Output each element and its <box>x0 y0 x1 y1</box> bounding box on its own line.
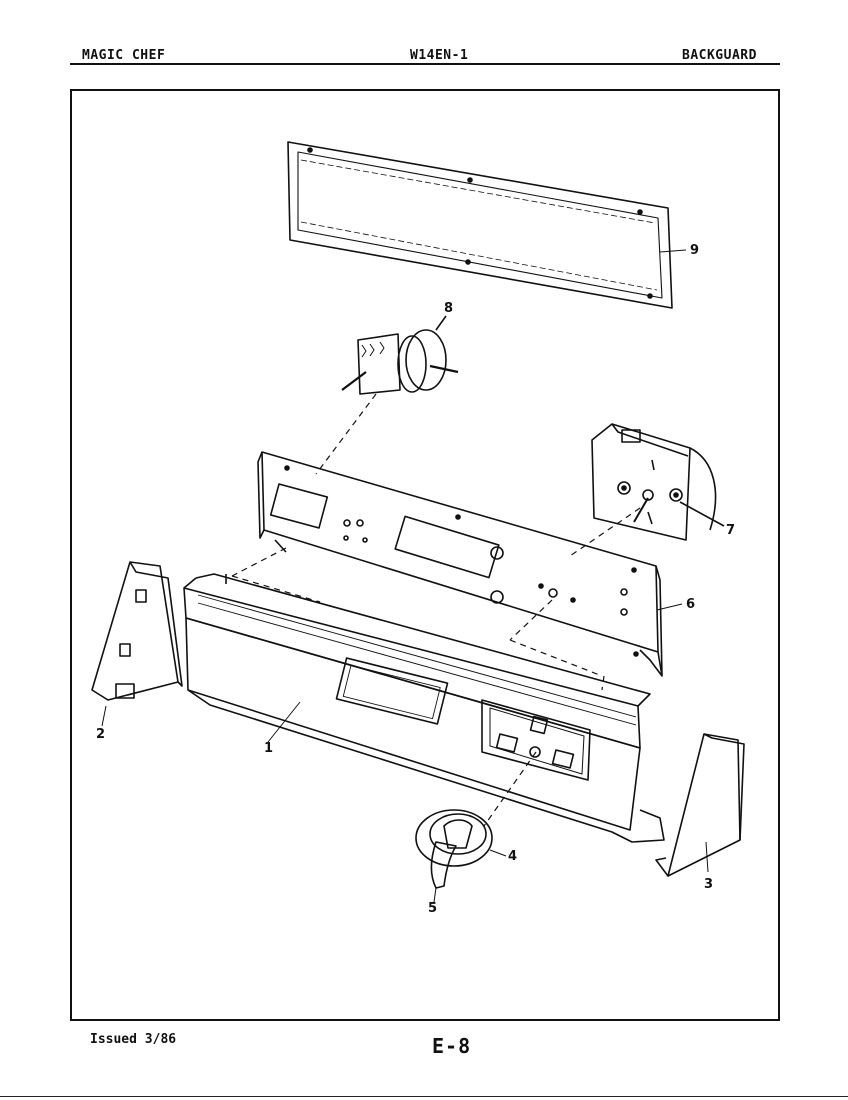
callout-labels: 1 2 3 4 5 6 7 8 9 <box>96 243 735 916</box>
part-7-timer <box>591 423 725 541</box>
page-edge-line <box>0 1096 848 1097</box>
part-1-console <box>183 573 665 843</box>
callout-5: 5 <box>428 901 437 916</box>
header-rule <box>70 63 780 65</box>
section-header: BACKGUARD <box>682 48 757 63</box>
callout-9: 9 <box>690 243 699 258</box>
page-number: E-8 <box>432 1034 472 1058</box>
issued-date: Issued 3/86 <box>90 1032 177 1047</box>
callout-6: 6 <box>686 597 695 612</box>
model-header: W14EN-1 <box>410 48 469 63</box>
part-8-switch <box>341 315 459 395</box>
part-3-end-cap <box>655 733 745 877</box>
part-2-end-cap <box>91 561 183 727</box>
callout-1: 1 <box>264 741 273 756</box>
callout-2: 2 <box>96 727 105 742</box>
callout-3: 3 <box>704 877 713 892</box>
diagram-frame <box>70 89 780 1021</box>
brand-header: MAGIC CHEF <box>82 48 166 63</box>
callout-7: 7 <box>726 523 735 538</box>
part-4-5-knob <box>415 809 507 903</box>
part-6-panel <box>257 451 683 677</box>
callout-4: 4 <box>508 849 517 864</box>
assembly-guides <box>231 393 641 827</box>
callout-8: 8 <box>444 301 453 316</box>
part-9-gasket <box>287 141 673 309</box>
